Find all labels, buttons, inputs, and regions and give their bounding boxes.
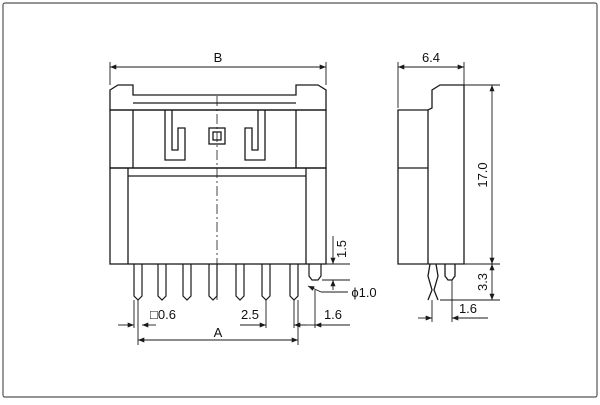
side-pin (427, 263, 439, 301)
dim-overall-width: B (214, 50, 223, 65)
housing-upper-body (109, 109, 327, 169)
front-dimensions (109, 62, 350, 345)
dim-side-width: 6.4 (422, 50, 440, 65)
latch-right (244, 110, 266, 161)
dim-pin-step: 1.5 (334, 240, 349, 258)
dim-hole-diameter: ϕ1.0 (351, 285, 376, 300)
pins-front (133, 264, 322, 301)
latch-left (164, 110, 186, 161)
dim-pin-offset: 1.6 (324, 307, 342, 322)
side-peg (444, 264, 456, 281)
dim-pin-square: □0.6 (150, 307, 176, 322)
side-dimensions (397, 62, 500, 322)
dim-pitch: 2.5 (241, 307, 259, 322)
front-view (109, 84, 327, 300)
housing-lower-body (109, 167, 327, 265)
side-view (397, 84, 465, 301)
dim-pin-span: A (214, 325, 223, 340)
mounting-peg (308, 264, 322, 281)
dim-side-pin-offset: 1.6 (459, 301, 477, 316)
dim-side-height: 17.0 (475, 162, 490, 187)
housing-top-rail (109, 84, 327, 111)
side-housing (397, 84, 465, 265)
drawing-border (2, 2, 598, 398)
dim-side-pin-length: 3.3 (475, 273, 490, 291)
